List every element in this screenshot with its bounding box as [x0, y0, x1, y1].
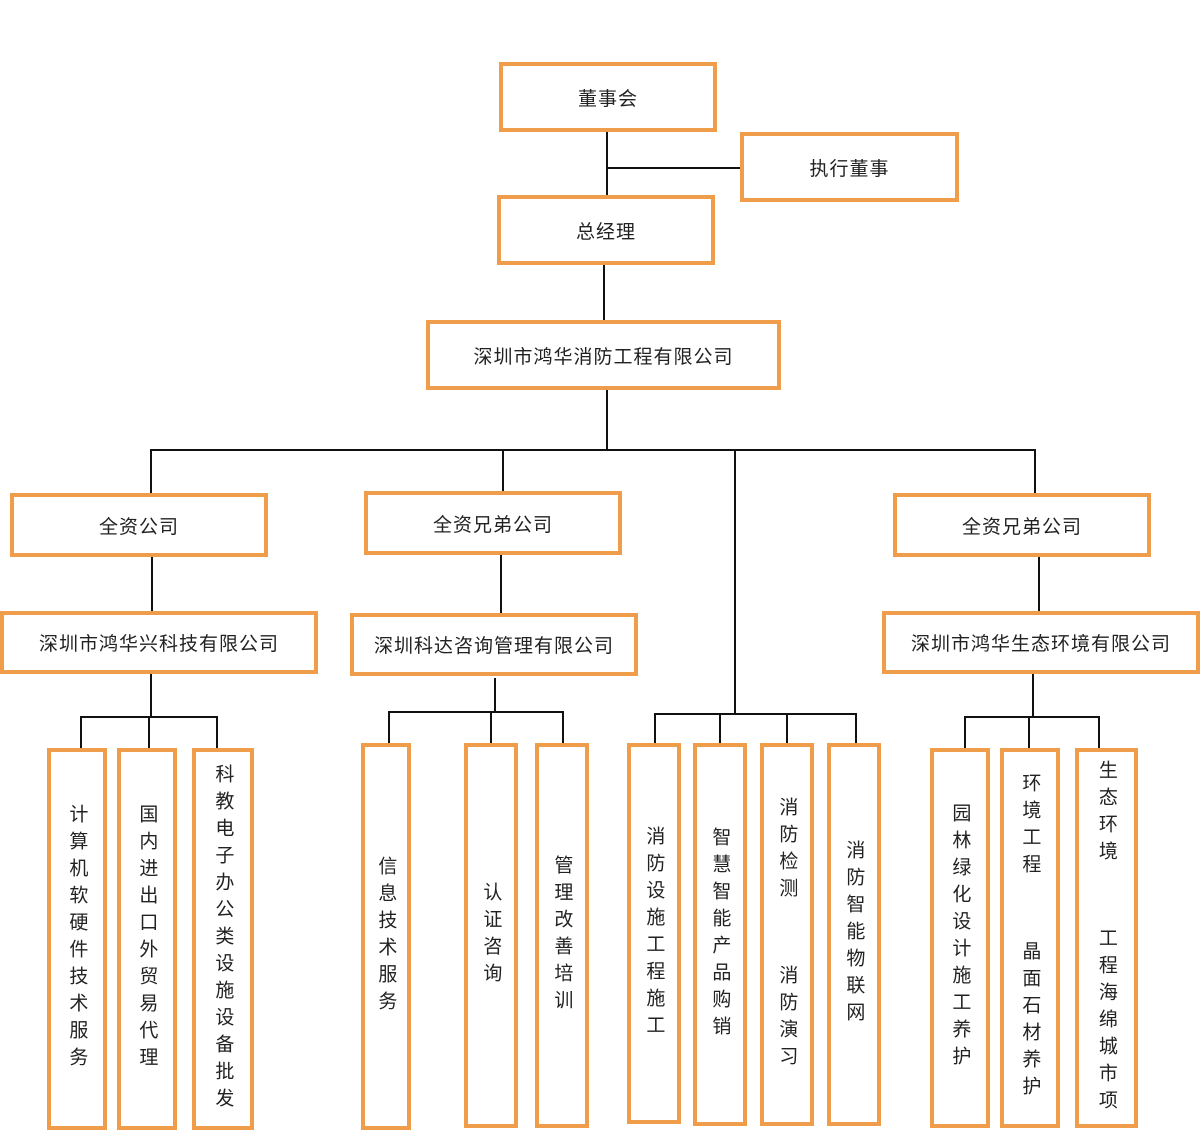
connector-line [654, 713, 656, 745]
connector-line [1028, 716, 1030, 750]
general-manager-node: 总经理 [497, 195, 715, 265]
business-node: 国内进出口外贸易代理 [117, 748, 177, 1130]
business-label: 生态环境 工程海绵城市项 [1095, 759, 1118, 1117]
business-label: 信息技术服务 [375, 855, 398, 1018]
business-node: 园林绿化设计施工养护 [930, 748, 990, 1128]
connector-line [719, 713, 721, 745]
connector-line [606, 388, 608, 450]
connector-line [606, 130, 608, 196]
connector-line [1034, 450, 1036, 495]
connector-line [150, 672, 152, 718]
business-label: 认证咨询 [480, 881, 503, 990]
branch-type-node: 全资公司 [10, 493, 268, 557]
business-label: 消防设施工程施工 [643, 825, 666, 1042]
connector-line [388, 711, 564, 713]
business-node: 信息技术服务 [361, 743, 411, 1130]
branch-type-node: 全资兄弟公司 [364, 491, 622, 555]
company-node: 深圳市鸿华消防工程有限公司 [426, 320, 781, 390]
connector-line [1032, 672, 1034, 718]
connector-line [786, 713, 788, 745]
connector-line [654, 713, 857, 715]
connector-line [494, 678, 496, 712]
connector-line [148, 716, 150, 750]
branch-company-node: 深圳科达咨询管理有限公司 [350, 613, 638, 676]
business-label: 园林绿化设计施工养护 [949, 803, 972, 1073]
business-label: 消防检测 消防演习 [776, 796, 799, 1073]
business-label: 智慧智能产品购销 [709, 826, 732, 1043]
connector-line [151, 555, 153, 612]
connector-line [388, 711, 390, 745]
board-node: 董事会 [499, 62, 717, 132]
connector-line [964, 716, 1100, 718]
connector-line [502, 450, 504, 493]
connector-line [150, 450, 152, 495]
branch-type-node: 全资兄弟公司 [893, 493, 1151, 557]
connector-line [1098, 716, 1100, 750]
connector-line [603, 263, 605, 321]
connector-line [734, 450, 736, 714]
business-label: 国内进出口外贸易代理 [136, 804, 159, 1074]
connector-line [490, 711, 492, 745]
branch-company-node: 深圳市鸿华兴科技有限公司 [0, 611, 318, 674]
business-label: 环境工程 晶面石材养护 [1019, 773, 1042, 1103]
business-label: 管理改善培训 [551, 854, 574, 1017]
connector-line [80, 716, 82, 750]
connector-line [562, 711, 564, 745]
business-label: 计算机软硬件技术服务 [66, 804, 89, 1074]
connector-line [1038, 555, 1040, 612]
connector-line [607, 167, 742, 169]
business-node: 生态环境 工程海绵城市项 [1075, 748, 1138, 1128]
business-node: 消防智能物联网 [827, 743, 881, 1126]
connector-line [216, 716, 218, 750]
connector-line [150, 449, 1036, 451]
business-node: 计算机软硬件技术服务 [47, 748, 107, 1130]
business-node: 科教电子办公类设施设备批发 [192, 748, 254, 1130]
business-node: 智慧智能产品购销 [693, 743, 747, 1126]
business-label: 消防智能物联网 [843, 840, 866, 1029]
connector-line [964, 716, 966, 750]
business-node: 环境工程 晶面石材养护 [1000, 748, 1060, 1128]
business-label: 科教电子办公类设施设备批发 [212, 763, 235, 1115]
branch-company-node: 深圳市鸿华生态环境有限公司 [882, 611, 1200, 674]
connector-line [855, 713, 857, 745]
business-node: 认证咨询 [464, 743, 518, 1128]
business-node: 消防设施工程施工 [627, 743, 681, 1124]
business-node: 管理改善培训 [535, 743, 589, 1128]
executive-director-node: 执行董事 [740, 132, 959, 202]
connector-line [500, 553, 502, 615]
business-node: 消防检测 消防演习 [760, 743, 814, 1126]
